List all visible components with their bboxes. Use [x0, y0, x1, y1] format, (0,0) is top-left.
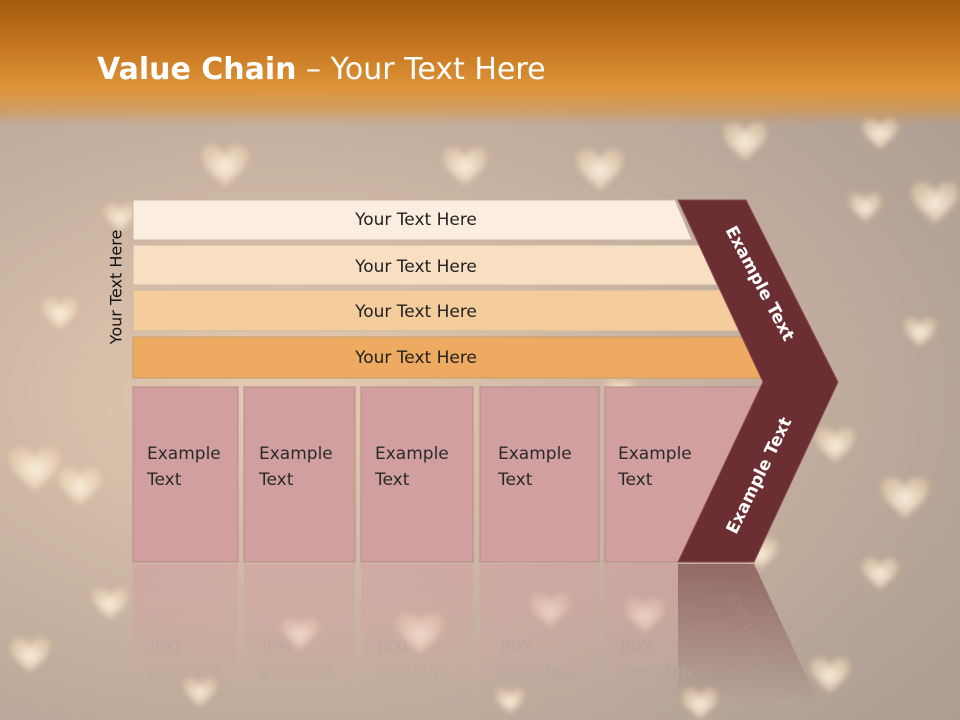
box-3-line1: Example — [375, 444, 449, 464]
bar-2[interactable] — [132, 244, 718, 286]
box-5-line1: Example — [618, 444, 692, 464]
box-2[interactable] — [243, 386, 356, 563]
bar-1[interactable] — [132, 199, 693, 241]
reflect-box-4-line1: Example — [498, 662, 572, 682]
chevron-arrow-shape[interactable] — [677, 199, 839, 563]
boxes-group: Example Text Example Text Example Text E… — [132, 386, 763, 563]
reflect-box-5-line2: Text — [617, 636, 653, 656]
title-bold: Value Chain — [97, 52, 297, 87]
box-3[interactable] — [360, 386, 474, 563]
box-4-line2: Text — [497, 470, 533, 490]
bar-4-label: Your Text Here — [354, 348, 477, 368]
box-4-line1: Example — [498, 444, 572, 464]
box-1[interactable] — [132, 386, 239, 563]
reflection: Example Text Example Text Example Text E… — [133, 564, 827, 720]
reflect-box-3-line1: Example — [375, 662, 449, 682]
box-2-line2: Text — [258, 470, 294, 490]
reflect-box-2-line2: Text — [258, 636, 294, 656]
box-5-line2: Text — [617, 470, 653, 490]
title-bar — [0, 0, 960, 125]
box-3-line2: Text — [374, 470, 410, 490]
box-4[interactable] — [479, 386, 600, 563]
bar-3-label: Your Text Here — [354, 302, 477, 322]
reflect-box-5-line1: Example — [618, 662, 692, 682]
reflect-box-2-line1: Example — [259, 662, 333, 682]
reflect-box-1-line2: Text — [146, 636, 182, 656]
bar-2-label: Your Text Here — [354, 257, 477, 277]
bar-1-label: Your Text Here — [354, 210, 477, 230]
box-1-line2: Text — [146, 470, 182, 490]
slide-title: Value Chain – Your Text Here — [97, 52, 546, 87]
reflect-box-3-line2: Text — [374, 636, 410, 656]
bars-group: Your Text Here Your Text Here Your Text … — [132, 199, 764, 379]
reflect-box-4-line2: Text — [497, 636, 533, 656]
box-2-line1: Example — [259, 444, 333, 464]
title-rest: – Your Text Here — [296, 52, 546, 87]
reflect-box-1-line1: Example — [147, 662, 221, 682]
box-1-line1: Example — [147, 444, 221, 464]
